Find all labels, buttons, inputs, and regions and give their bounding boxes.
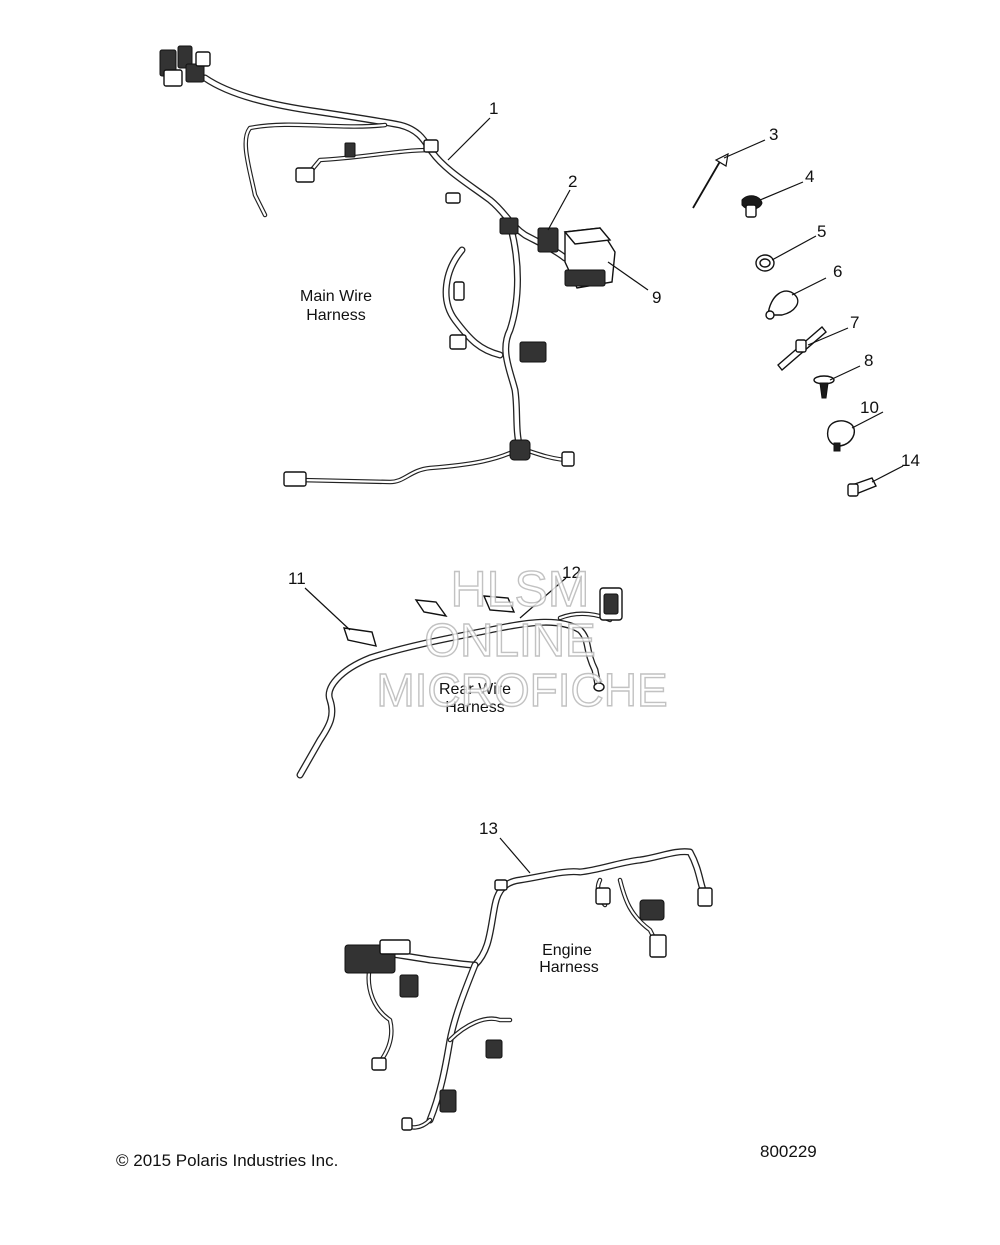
part-5-loop-clamp[interactable] [755, 254, 775, 272]
part-6-strap[interactable] [765, 290, 799, 320]
part-3-cable-tie[interactable] [692, 152, 729, 209]
watermark-line3: MICROFICHE [376, 664, 667, 716]
callout-13: 13 [479, 819, 498, 838]
callout-leaders [304, 117, 904, 874]
callout-14: 14 [901, 451, 920, 470]
callout-8: 8 [864, 351, 873, 370]
callout-1: 1 [489, 99, 498, 118]
main-harness-label-line2: Harness [306, 307, 366, 324]
callout-9: 9 [652, 288, 661, 307]
main-wire-harness[interactable] [159, 45, 575, 487]
callout-7: 7 [850, 313, 859, 332]
harness-labels: Main Wire Harness Rear Wire Harness Engi… [300, 288, 599, 976]
part-4-clip[interactable] [741, 195, 763, 218]
part-7-tie-mount[interactable] [777, 325, 827, 372]
rear-wire-harness[interactable] [296, 587, 623, 779]
part-8-push-rivet[interactable] [813, 375, 835, 399]
callout-5: 5 [817, 222, 826, 241]
fuse-box-9[interactable] [563, 227, 616, 289]
engine-harness-label-line2: Harness [539, 959, 599, 976]
callout-3: 3 [769, 125, 778, 144]
watermark-line2: ONLINE [424, 614, 595, 666]
part-11-clip[interactable] [342, 595, 516, 647]
footer: © 2015 Polaris Industries Inc. 800229 [116, 1142, 817, 1170]
callout-11: 11 [288, 569, 306, 588]
callout-2: 2 [568, 172, 577, 191]
callout-12: 12 [562, 563, 581, 582]
copyright-text: © 2015 Polaris Industries Inc. [116, 1151, 338, 1170]
part-14-bolt[interactable] [847, 477, 877, 497]
figure-number: 800229 [760, 1142, 817, 1161]
engine-harness-label-line1: Engine [542, 942, 592, 959]
watermark: HLSM ONLINE MICROFICHE [376, 560, 669, 716]
callout-numbers: 1 2 3 4 5 6 7 8 9 10 14 11 12 13 [288, 99, 920, 838]
callout-6: 6 [833, 262, 842, 281]
watermark-line1: HLSM [451, 561, 590, 617]
main-harness-label-line1: Main Wire [300, 288, 372, 305]
callout-10: 10 [860, 398, 879, 417]
rear-harness-label-line1: Rear Wire [439, 681, 511, 698]
rear-harness-label-line2: Harness [445, 699, 505, 716]
part-10-grommet[interactable] [826, 420, 856, 452]
callout-4: 4 [805, 167, 814, 186]
engine-harness[interactable] [344, 848, 713, 1131]
